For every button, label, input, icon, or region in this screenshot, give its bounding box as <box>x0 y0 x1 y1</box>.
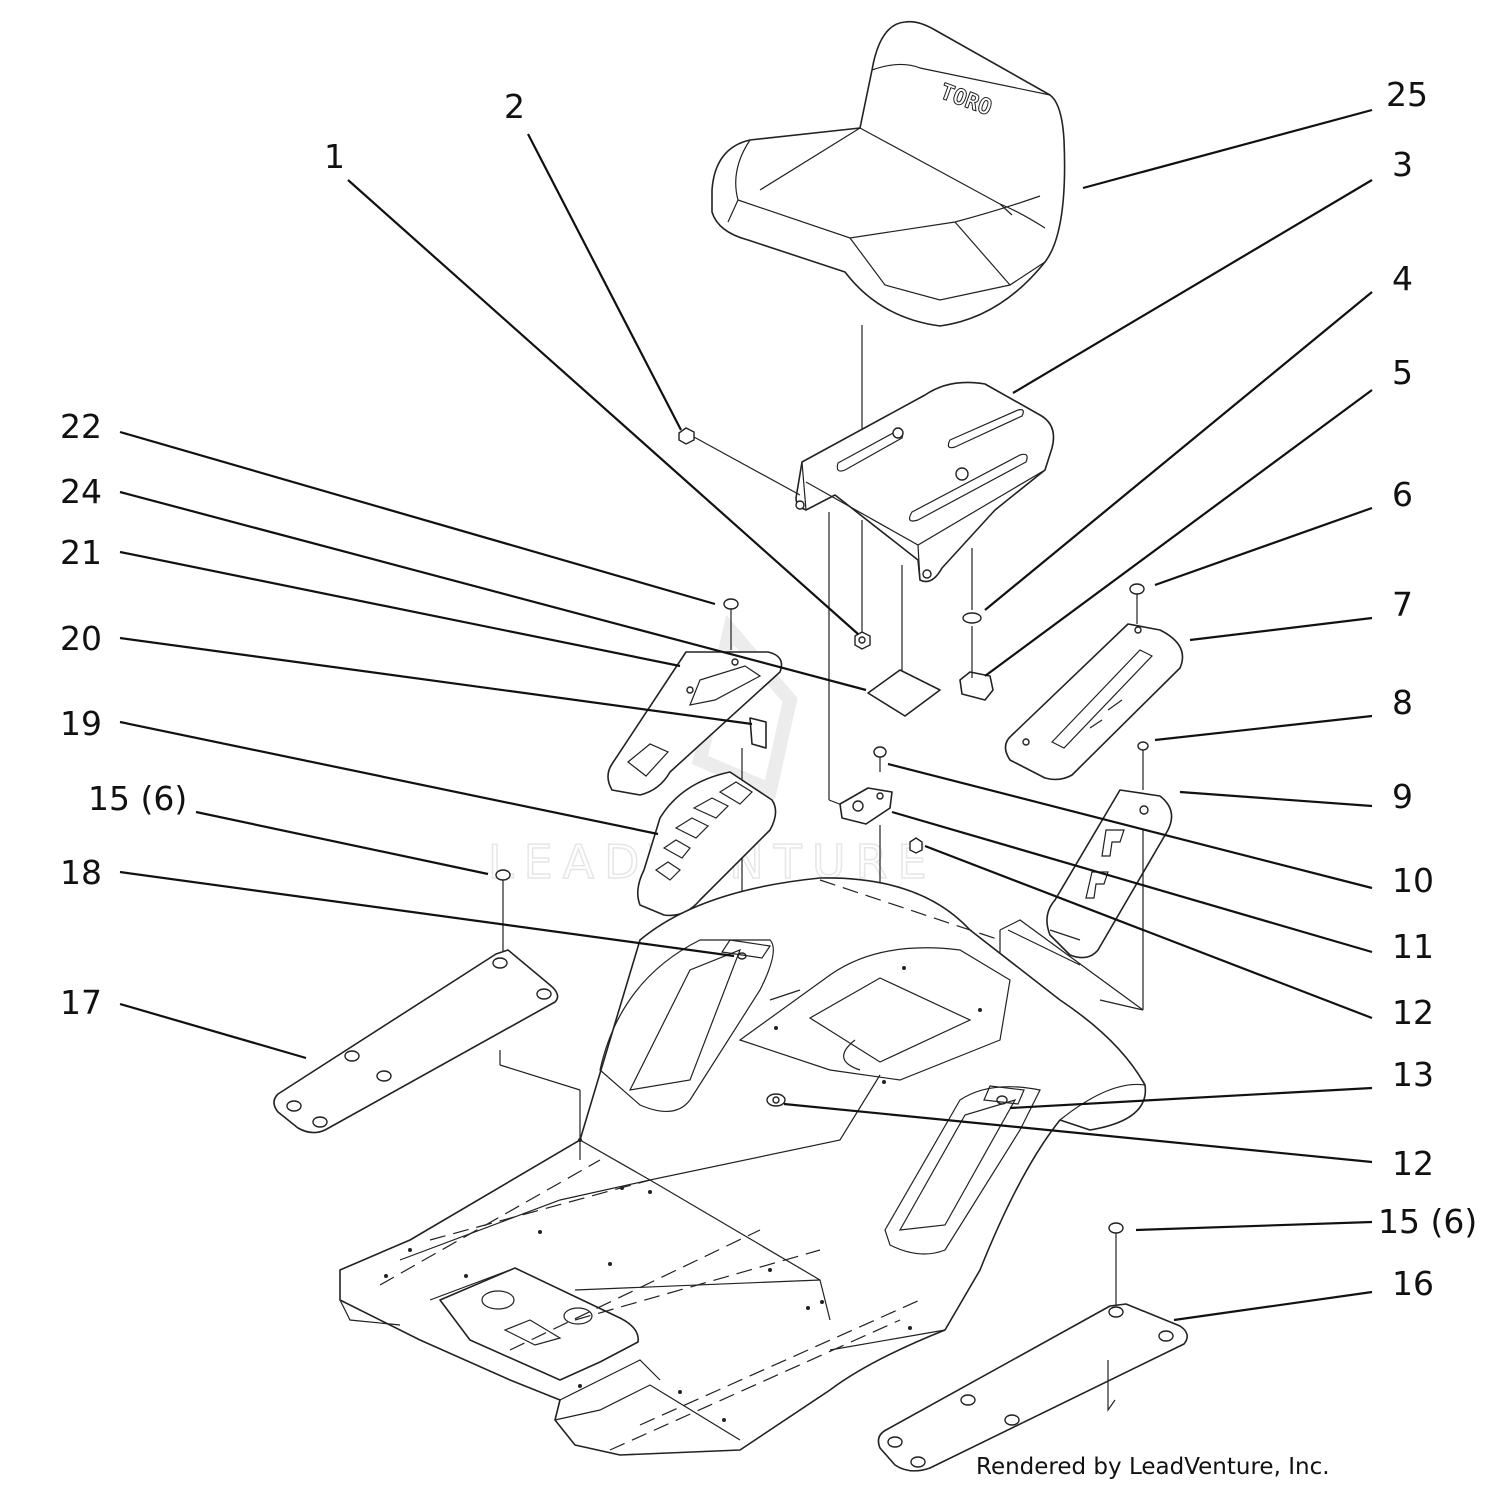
nut-part-12b[interactable] <box>766 1093 786 1107</box>
callout-24: 24 <box>60 472 102 511</box>
callout-19: 19 <box>60 704 102 743</box>
nut-part-12[interactable] <box>909 837 923 854</box>
rivet-part-15b[interactable] <box>1108 1222 1124 1305</box>
plate-part-21[interactable] <box>607 651 783 796</box>
callout-21: 21 <box>60 533 102 572</box>
plate-part-7[interactable] <box>1004 623 1184 781</box>
screw-part-10[interactable] <box>873 746 887 772</box>
callout-16: 16 <box>1392 1264 1434 1303</box>
callout-22: 22 <box>60 407 102 446</box>
pin-part-22[interactable] <box>723 598 739 650</box>
leader-lines <box>119 108 1373 1322</box>
callout-10: 10 <box>1392 861 1434 900</box>
pin-part-8[interactable] <box>1137 741 1149 790</box>
callout-12-lower: 12 <box>1392 1144 1434 1183</box>
bolt-part-18[interactable] <box>720 939 772 960</box>
callout-2: 2 <box>504 87 525 126</box>
control-plate <box>439 1267 639 1381</box>
callout-3: 3 <box>1392 145 1413 184</box>
callout-4: 4 <box>1392 259 1413 298</box>
pin-part-6[interactable] <box>1129 583 1145 624</box>
floor-plate-part-17[interactable] <box>273 949 559 1134</box>
callout-17: 17 <box>60 983 102 1022</box>
callout-13: 13 <box>1392 1055 1434 1094</box>
callout-15-right: 15 (6) <box>1378 1202 1477 1241</box>
callout-1: 1 <box>324 137 345 176</box>
rivet-part-15a[interactable] <box>495 869 511 955</box>
callout-20: 20 <box>60 619 102 658</box>
callout-6: 6 <box>1392 475 1413 514</box>
knob-part-5[interactable] <box>959 668 994 701</box>
seat-bracket-part-3[interactable] <box>795 381 1055 583</box>
seat-part-25[interactable]: TORO <box>711 20 1066 327</box>
nut-part-1[interactable] <box>854 631 871 650</box>
callout-8: 8 <box>1392 683 1413 722</box>
callout-9: 9 <box>1392 777 1413 816</box>
callout-labels: 25 3 4 5 6 7 8 9 10 11 12 13 12 15 (6) 1… <box>60 75 1477 1303</box>
rack-part-19[interactable] <box>636 771 777 917</box>
render-credit: Rendered by LeadVenture, Inc. <box>976 1454 1330 1480</box>
floor-plate-part-16[interactable] <box>877 1303 1188 1472</box>
pad-part-24[interactable] <box>867 669 941 717</box>
callout-25: 25 <box>1386 75 1428 114</box>
callout-15-left: 15 (6) <box>88 779 187 818</box>
deck-holes <box>384 966 982 1422</box>
callout-11: 11 <box>1392 927 1434 966</box>
washer-part-4[interactable] <box>962 612 982 624</box>
rack-part-9[interactable] <box>1046 789 1173 959</box>
callout-12-upper: 12 <box>1392 993 1434 1032</box>
callout-18: 18 <box>60 853 102 892</box>
bolt-part-13[interactable] <box>983 1085 1025 1105</box>
callout-7: 7 <box>1392 585 1413 624</box>
bracket-part-11[interactable] <box>839 787 893 825</box>
callout-5: 5 <box>1392 353 1413 392</box>
bolt-part-2[interactable] <box>678 427 801 496</box>
